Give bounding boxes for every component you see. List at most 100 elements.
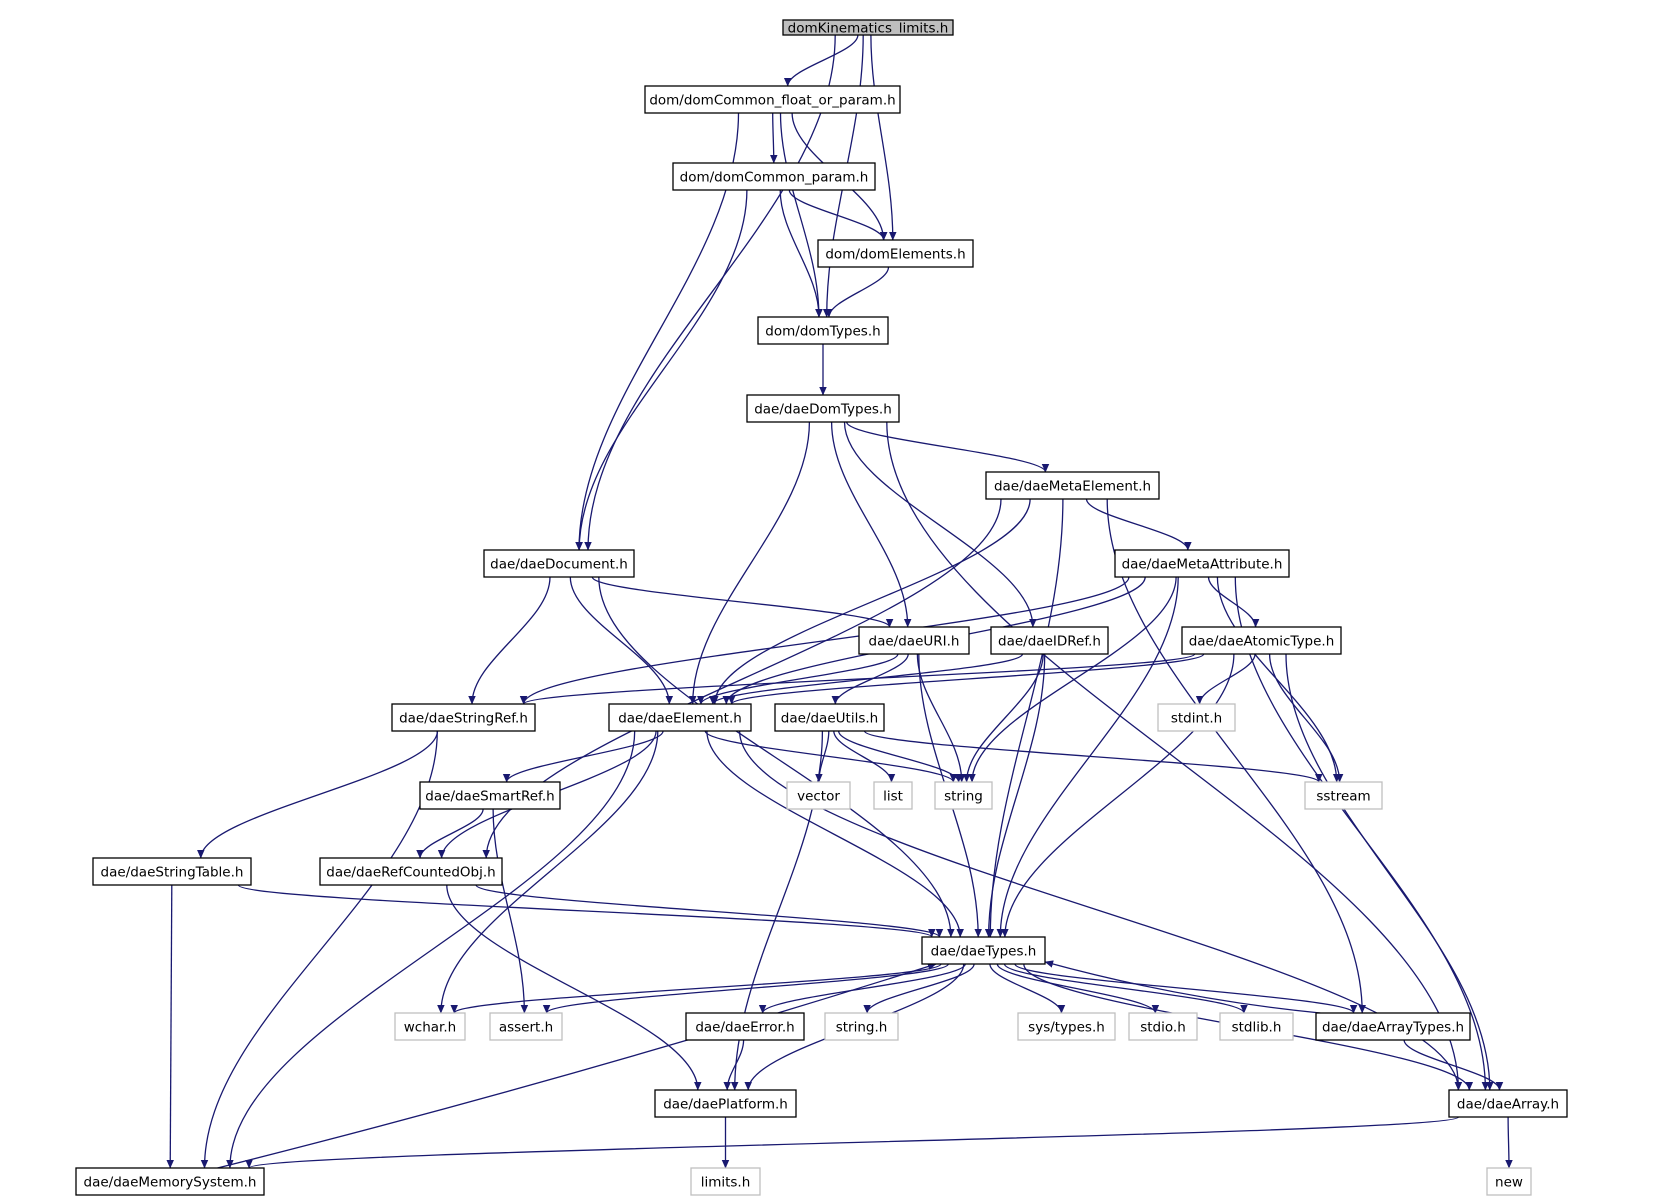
- node-box: [1304, 781, 1383, 810]
- node-label: stdlib.h: [1232, 1020, 1282, 1036]
- edge-n_float_or_param-to-n_common_param: [770, 112, 778, 164]
- edge-n_string_table-to-n_dae_types: [237, 884, 936, 938]
- edge-n_element-to-n_wchar: [437, 730, 659, 1014]
- node-label: dom/domCommon_float_or_param.h: [649, 93, 895, 109]
- edge-n_atomic_type-to-n_sstream: [1268, 653, 1344, 783]
- node-sstream: sstream: [1304, 781, 1383, 810]
- node-label: dae/daeTypes.h: [931, 944, 1037, 960]
- node-array-types[interactable]: dae/daeArrayTypes.h: [1315, 1012, 1471, 1041]
- node-dae-dom-types[interactable]: dae/daeDomTypes.h: [746, 394, 900, 423]
- node-label: dom/domTypes.h: [765, 324, 880, 340]
- node-label: dae/daeArrayTypes.h: [1322, 1020, 1464, 1036]
- edge-root-to-n_dom_elements: [870, 34, 897, 241]
- node-box: [672, 162, 876, 191]
- node-box: [1219, 1012, 1294, 1041]
- node-box: [1017, 1012, 1116, 1041]
- edge-n_memory_system-to-n_dae_types: [217, 962, 937, 1169]
- edge-n_dae_types-to-n_string_h: [863, 963, 975, 1014]
- node-box: [858, 626, 970, 655]
- node-smart-ref[interactable]: dae/daeSmartRef.h: [419, 781, 561, 810]
- edge-n_ref_counted-to-n_dae_types: [475, 884, 944, 938]
- node-dom-elements[interactable]: dom/domElements.h: [817, 239, 974, 268]
- node-memory-system[interactable]: dae/daeMemorySystem.h: [75, 1167, 265, 1196]
- edge-n_dae_dom_types-to-n_array: [886, 421, 1463, 1091]
- node-label: dae/daeSmartRef.h: [425, 789, 554, 805]
- edge-layer: [166, 34, 1513, 1169]
- node-label: wchar.h: [404, 1020, 456, 1036]
- edge-n_dae_dom_types-to-n_meta_element: [846, 421, 1050, 473]
- edge-root-to-n_float_or_param: [783, 34, 859, 87]
- node-string-ref[interactable]: dae/daeStringRef.h: [391, 703, 536, 732]
- node-meta-attribute[interactable]: dae/daeMetaAttribute.h: [1114, 549, 1290, 578]
- node-box: [419, 781, 561, 810]
- node-label: dom/domCommon_param.h: [680, 170, 869, 186]
- node-root[interactable]: domKinematics_limits.h: [782, 19, 954, 37]
- edge-n_dae_types-to-n_error: [758, 963, 966, 1014]
- node-label: dae/daeRefCountedObj.h: [326, 865, 495, 881]
- node-float-or-param[interactable]: dom/domCommon_float_or_param.h: [644, 85, 901, 114]
- node-label: dae/daeAtomicType.h: [1189, 634, 1335, 650]
- edge-n_array_types-to-n_array: [1403, 1039, 1504, 1091]
- node-dom-types[interactable]: dom/domTypes.h: [757, 316, 889, 345]
- edge-n_atomic_type-to-n_dae_types: [1001, 653, 1235, 938]
- node-box: [985, 471, 1160, 500]
- node-label: dae/daeMetaAttribute.h: [1122, 557, 1283, 573]
- node-box: [1448, 1089, 1568, 1118]
- node-box: [1181, 626, 1342, 655]
- edge-n_array_types-to-n_dae_types: [1044, 960, 1321, 1014]
- edge-n_meta_element-to-n_dae_types: [986, 498, 1064, 938]
- node-box: [608, 703, 752, 732]
- node-utils[interactable]: dae/daeUtils.h: [774, 703, 885, 732]
- edge-n_common_param-to-n_dom_elements: [788, 189, 888, 241]
- node-atomic-type[interactable]: dae/daeAtomicType.h: [1181, 626, 1342, 655]
- node-label: dae/daeMetaElement.h: [994, 479, 1151, 495]
- node-uri[interactable]: dae/daeURI.h: [858, 626, 970, 655]
- node-label: list: [883, 789, 903, 805]
- node-box: [824, 1012, 899, 1041]
- node-document[interactable]: dae/daeDocument.h: [483, 549, 635, 578]
- node-box: [921, 936, 1046, 965]
- node-ref-counted[interactable]: dae/daeRefCountedObj.h: [319, 857, 503, 886]
- node-string-table[interactable]: dae/daeStringTable.h: [92, 857, 252, 886]
- edge-n_utils-to-n_sstream: [863, 730, 1323, 783]
- node-box: [1114, 549, 1290, 578]
- node-box: [690, 1167, 761, 1196]
- node-platform[interactable]: dae/daePlatform.h: [654, 1089, 797, 1118]
- node-box: [1486, 1167, 1532, 1196]
- edge-n_string_table-to-n_memory_system: [166, 884, 174, 1169]
- node-label: sys/types.h: [1028, 1020, 1105, 1036]
- node-box: [1315, 1012, 1471, 1041]
- node-box: [757, 316, 889, 345]
- node-box: [319, 857, 503, 886]
- edge-n_meta_attribute-to-n_dae_types: [996, 576, 1179, 938]
- node-label: limits.h: [701, 1175, 751, 1191]
- edge-n_string_ref-to-n_memory_system: [200, 730, 438, 1169]
- node-stdlib: stdlib.h: [1219, 1012, 1294, 1041]
- node-idref[interactable]: dae/daeIDRef.h: [990, 626, 1109, 655]
- node-label: dae/daeDocument.h: [490, 557, 628, 573]
- node-box: [391, 703, 536, 732]
- edge-n_dae_types-to-n_assert: [543, 963, 949, 1014]
- node-box: [782, 19, 954, 36]
- node-box: [1157, 703, 1236, 732]
- node-stdio: stdio.h: [1128, 1012, 1198, 1041]
- edge-n_dae_dom_types-to-n_element: [688, 421, 811, 705]
- node-element[interactable]: dae/daeElement.h: [608, 703, 752, 732]
- edge-n_ref_counted-to-n_platform: [446, 884, 702, 1091]
- edge-n_string_ref-to-n_string_table: [197, 730, 439, 859]
- node-label: dae/daeElement.h: [618, 711, 742, 727]
- node-error[interactable]: dae/daeError.h: [685, 1012, 805, 1041]
- edge-n_smart_ref-to-n_ref_counted: [416, 808, 484, 859]
- edge-n_document-to-n_element: [569, 576, 674, 705]
- edge-n_dae_types-to-n_stdio: [996, 963, 1160, 1014]
- node-dae-types[interactable]: dae/daeTypes.h: [921, 936, 1046, 965]
- node-vector: vector: [786, 781, 851, 810]
- node-box: [75, 1167, 265, 1196]
- node-meta-element[interactable]: dae/daeMetaElement.h: [985, 471, 1160, 500]
- node-label: dom/domElements.h: [825, 247, 965, 263]
- node-common-param[interactable]: dom/domCommon_param.h: [672, 162, 876, 191]
- edge-n_dae_dom_types-to-n_uri: [830, 421, 912, 628]
- node-array[interactable]: dae/daeArray.h: [1448, 1089, 1568, 1118]
- node-box: [817, 239, 974, 268]
